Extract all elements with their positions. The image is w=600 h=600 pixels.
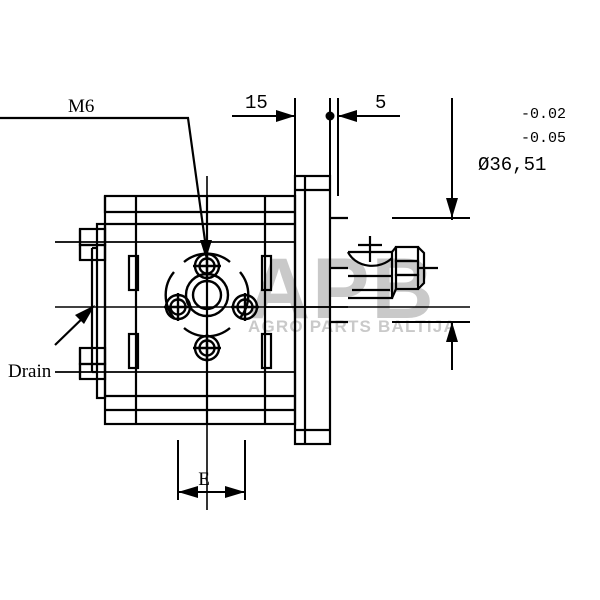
centre-lines	[55, 176, 470, 510]
dim-5-arrowhead	[338, 110, 357, 122]
e-label: E	[198, 469, 210, 490]
m6-leader-arrowhead	[200, 240, 212, 259]
diameter-arrowhead-bottom	[446, 322, 458, 342]
drain-leader	[54, 305, 95, 346]
dim-origin-dot	[325, 111, 335, 121]
dim-5-label: 5	[375, 92, 386, 114]
mounting-flange	[293, 174, 332, 446]
tolerance-lower-label: -0.05	[521, 130, 566, 147]
drain-label: Drain	[8, 361, 52, 382]
m6-label: M6	[68, 96, 94, 117]
dim-15-arrowhead	[276, 110, 295, 122]
watermark-tagline: AGRO PARTS BALTIJA	[248, 317, 457, 336]
construction-lines	[55, 241, 348, 373]
e-dimension-group: E	[177, 440, 246, 500]
e-extension-lines	[177, 440, 246, 500]
tolerance-upper-label: -0.02	[521, 106, 566, 123]
flange-pilot-step	[330, 216, 348, 324]
e-arrowhead-left	[178, 486, 198, 498]
diameter-extension-lines	[392, 217, 470, 323]
e-arrowhead-right	[225, 486, 245, 498]
shaft-hex-nut	[330, 245, 438, 299]
body-relief-slots	[127, 254, 273, 370]
drive-shaft-assembly	[347, 236, 394, 300]
drain-leader-arrowhead	[75, 305, 95, 324]
diameter-label: Ø36,51	[478, 154, 546, 176]
diameter-arrowhead-top	[446, 198, 458, 218]
diameter-dimension-group	[392, 150, 470, 370]
m6-leader	[0, 116, 212, 259]
mounting-bolt-top	[78, 227, 107, 262]
dim-15-label: 15	[245, 92, 268, 114]
